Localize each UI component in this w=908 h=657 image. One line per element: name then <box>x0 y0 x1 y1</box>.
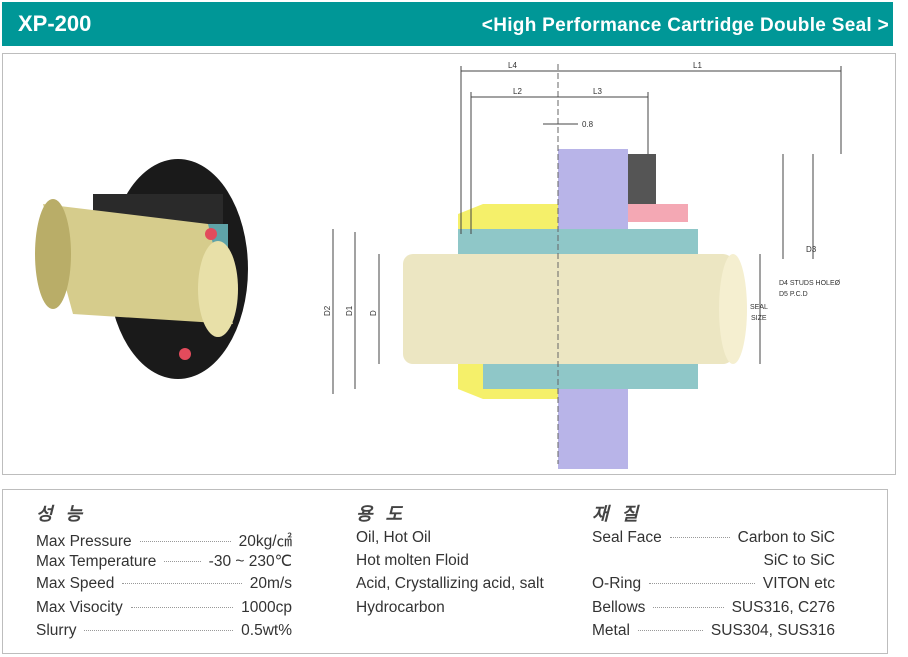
spec-value: -30 ~ 230℃ <box>208 553 292 571</box>
material-row: SiC to SiC <box>592 552 836 575</box>
spec-label: Slurry <box>36 621 77 639</box>
spec-row: Max Pressure 20kg/㎠ <box>36 529 292 552</box>
spec-label: Max Visocity <box>36 598 123 616</box>
usage-item: Hot molten Floid <box>356 552 469 570</box>
dim-d3: D3 <box>806 245 817 254</box>
dim-l1: L1 <box>693 61 702 70</box>
dim-l4: L4 <box>508 61 517 70</box>
spec-value: 20m/s <box>249 575 292 593</box>
material-value: SUS304, SUS316 <box>710 621 835 639</box>
spec-value: 20kg/㎠ <box>238 533 292 550</box>
performance-section: 성 능 Max Pressure 20kg/㎠ Max Temperature -3… <box>36 500 292 645</box>
seal-size-label-2: SIZE <box>751 315 767 322</box>
spec-value: 0.5wt% <box>241 621 292 639</box>
material-value: VITON etc <box>762 575 835 593</box>
usage-item: Oil, Hot Oil <box>356 529 431 546</box>
material-row: Metal SUS304, SUS316 <box>592 622 835 645</box>
spec-row: Max Speed 20m/s <box>36 575 292 598</box>
material-title: 재 질 <box>592 504 643 524</box>
material-value: SUS316, C276 <box>731 598 835 616</box>
dim-gap: 0.8 <box>582 120 594 129</box>
dim-d4: D4 STUDS HOLEØ <box>779 280 841 287</box>
dim-l3: L3 <box>593 87 602 96</box>
material-section: 재 질 Seal Face Carbon to SiC SiC to SiC O-… <box>592 500 835 645</box>
usage-item: Acid, Crystallizing acid, salt <box>356 575 544 593</box>
drawing-panel: L4 L1 L2 L3 0.8 D2 D1 D D3 D4 STUDS HOLE… <box>2 53 896 475</box>
usage-item: Hydrocarbon <box>356 598 445 616</box>
spec-value: 1000cp <box>241 598 292 616</box>
spec-label: Max Pressure <box>36 533 132 550</box>
dim-d: D <box>369 310 378 316</box>
seal-size-label-1: SEAL <box>750 304 768 311</box>
dimension-lines <box>332 66 842 394</box>
title-bar: XP-200 <High Performance Cartridge Doubl… <box>2 2 893 46</box>
spec-row: Max Temperature -30 ~ 230℃ <box>36 552 292 575</box>
seal-cross-section <box>403 64 747 469</box>
dim-d2: D2 <box>323 305 332 316</box>
material-row: Bellows SUS316, C276 <box>592 599 835 622</box>
material-label: Seal Face <box>592 529 662 546</box>
spec-row: Max Visocity 1000cp <box>36 599 292 622</box>
material-row: Seal Face Carbon to SiC <box>592 529 835 552</box>
dim-l2: L2 <box>513 87 522 96</box>
spec-row: Slurry 0.5wt% <box>36 622 292 645</box>
product-subtitle: <High Performance Cartridge Double Seal … <box>481 15 889 36</box>
usage-title: 용 도 <box>356 504 407 524</box>
dim-d1: D1 <box>345 305 354 316</box>
material-value: Carbon to SiC <box>737 529 835 546</box>
material-label: Bellows <box>592 598 646 616</box>
model-name: XP-200 <box>18 11 92 36</box>
performance-title: 성 능 <box>36 504 87 524</box>
dim-d5: D5 P.C.D <box>779 291 808 298</box>
material-label: Metal <box>592 621 630 639</box>
spec-label: Max Speed <box>36 575 115 593</box>
usage-section: 용 도 Oil, Hot Oil Hot molten Floid Acid, … <box>356 500 586 622</box>
specifications-box: 성 능 Max Pressure 20kg/㎠ Max Temperature -3… <box>2 489 888 654</box>
seal-3d-render <box>35 159 248 379</box>
seal-illustration: L4 L1 L2 L3 0.8 D2 D1 D D3 D4 STUDS HOLE… <box>35 61 842 469</box>
material-row: O-Ring VITON etc <box>592 575 835 598</box>
material-value: SiC to SiC <box>763 552 836 570</box>
spec-label: Max Temperature <box>36 553 157 571</box>
material-label: O-Ring <box>592 575 642 593</box>
